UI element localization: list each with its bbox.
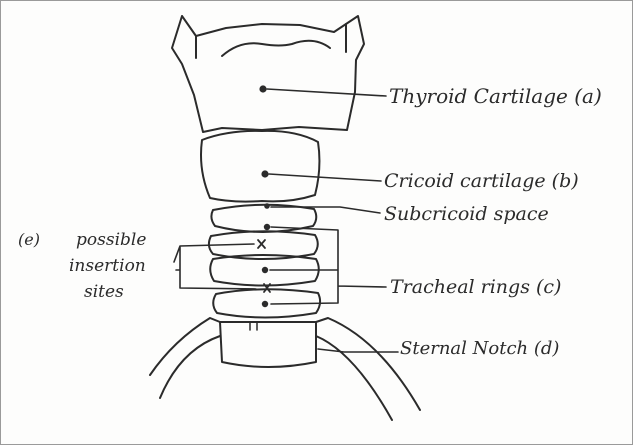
thyroid-cartilage (172, 16, 364, 132)
insertion-site-marks (258, 240, 270, 292)
subcricoid-point (264, 203, 270, 209)
cricoid-cartilage (201, 131, 319, 202)
bracket-insertion (174, 244, 256, 289)
label-thyroid-cartilage: Thyroid Cartilage (a) (389, 86, 602, 106)
bracket-tracheal (270, 227, 386, 304)
label-sternal-notch: Sternal Notch (d) (400, 340, 559, 358)
tracheal-rings (209, 205, 320, 318)
ring-point (262, 267, 268, 273)
lower-trachea (220, 322, 316, 367)
right-clavicle (316, 318, 420, 420)
leader-thyroid (267, 89, 386, 96)
label-insertion-line3: sites (84, 284, 124, 301)
label-subcricoid-space: Subcricoid space (384, 205, 549, 224)
leader-cricoid (269, 174, 381, 181)
thyroid-notch-curve (222, 41, 330, 56)
left-clavicle (150, 318, 220, 398)
cricoid-point (261, 170, 268, 177)
anatomy-points (259, 85, 270, 307)
leader-subcricoid (271, 207, 380, 213)
ring-point (262, 301, 268, 307)
leader-sternal (318, 349, 398, 352)
label-insertion-marker: (e) (18, 232, 40, 248)
insertion-x-mark (258, 240, 265, 248)
label-cricoid-cartilage: Cricoid cartilage (b) (384, 172, 579, 191)
label-tracheal-rings: Tracheal rings (c) (390, 278, 561, 297)
label-insertion-line2: insertion (69, 258, 146, 275)
ring-point (264, 224, 270, 230)
label-insertion-line1: possible (76, 232, 146, 249)
thyroid-point (259, 85, 266, 92)
sternal-tick (250, 322, 257, 330)
